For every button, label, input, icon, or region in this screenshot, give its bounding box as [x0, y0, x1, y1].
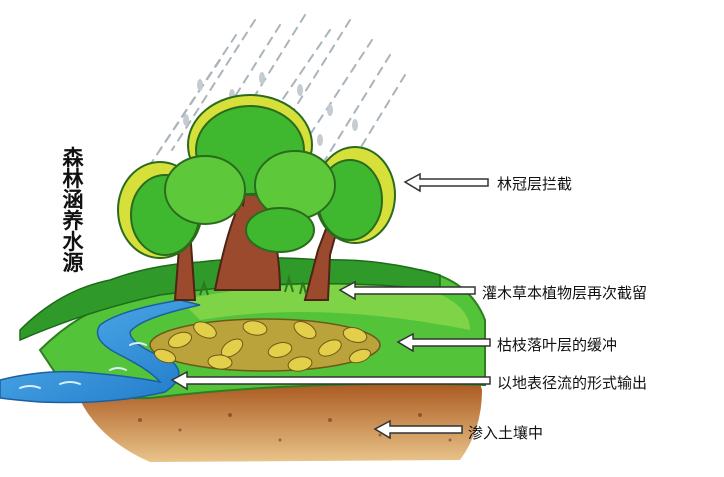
- title-char: 林: [62, 167, 84, 191]
- label-litter: 枯枝落叶层的缓冲: [497, 336, 618, 354]
- title-char: 源: [62, 251, 84, 275]
- arrow-canopy: [403, 172, 489, 193]
- shrub-line: [19, 257, 441, 342]
- river-ripples: [19, 342, 147, 389]
- label-soil: 渗入土壤中: [468, 424, 544, 442]
- soil-layer: [80, 382, 482, 462]
- label-surface-runoff: 以地表径流的形式输出: [497, 374, 648, 392]
- arrow-soil: [373, 419, 463, 440]
- arrow-litter: [396, 332, 491, 353]
- annotation-arrows: [170, 172, 491, 440]
- vertical-title: 森 林 涵 养 水 源: [58, 148, 88, 274]
- title-char: 养: [62, 209, 84, 233]
- title-char: 森: [62, 146, 84, 170]
- arrow-surface-runoff: [170, 370, 491, 391]
- title-char: 水: [62, 230, 84, 254]
- arrow-shrub-grass: [338, 280, 476, 301]
- leaf-litter: [149, 318, 381, 372]
- label-shrub-grass: 灌木草本植物层再次截留: [482, 284, 648, 302]
- river: [0, 299, 201, 404]
- title-char: 涵: [62, 188, 84, 212]
- label-canopy: 林冠层拦截: [497, 175, 573, 193]
- grass-tufts: [199, 274, 307, 296]
- tree-canopies: [117, 94, 396, 259]
- rain-drops: [183, 72, 358, 146]
- grass-highlight: [180, 284, 470, 330]
- soil-specks: [138, 413, 452, 442]
